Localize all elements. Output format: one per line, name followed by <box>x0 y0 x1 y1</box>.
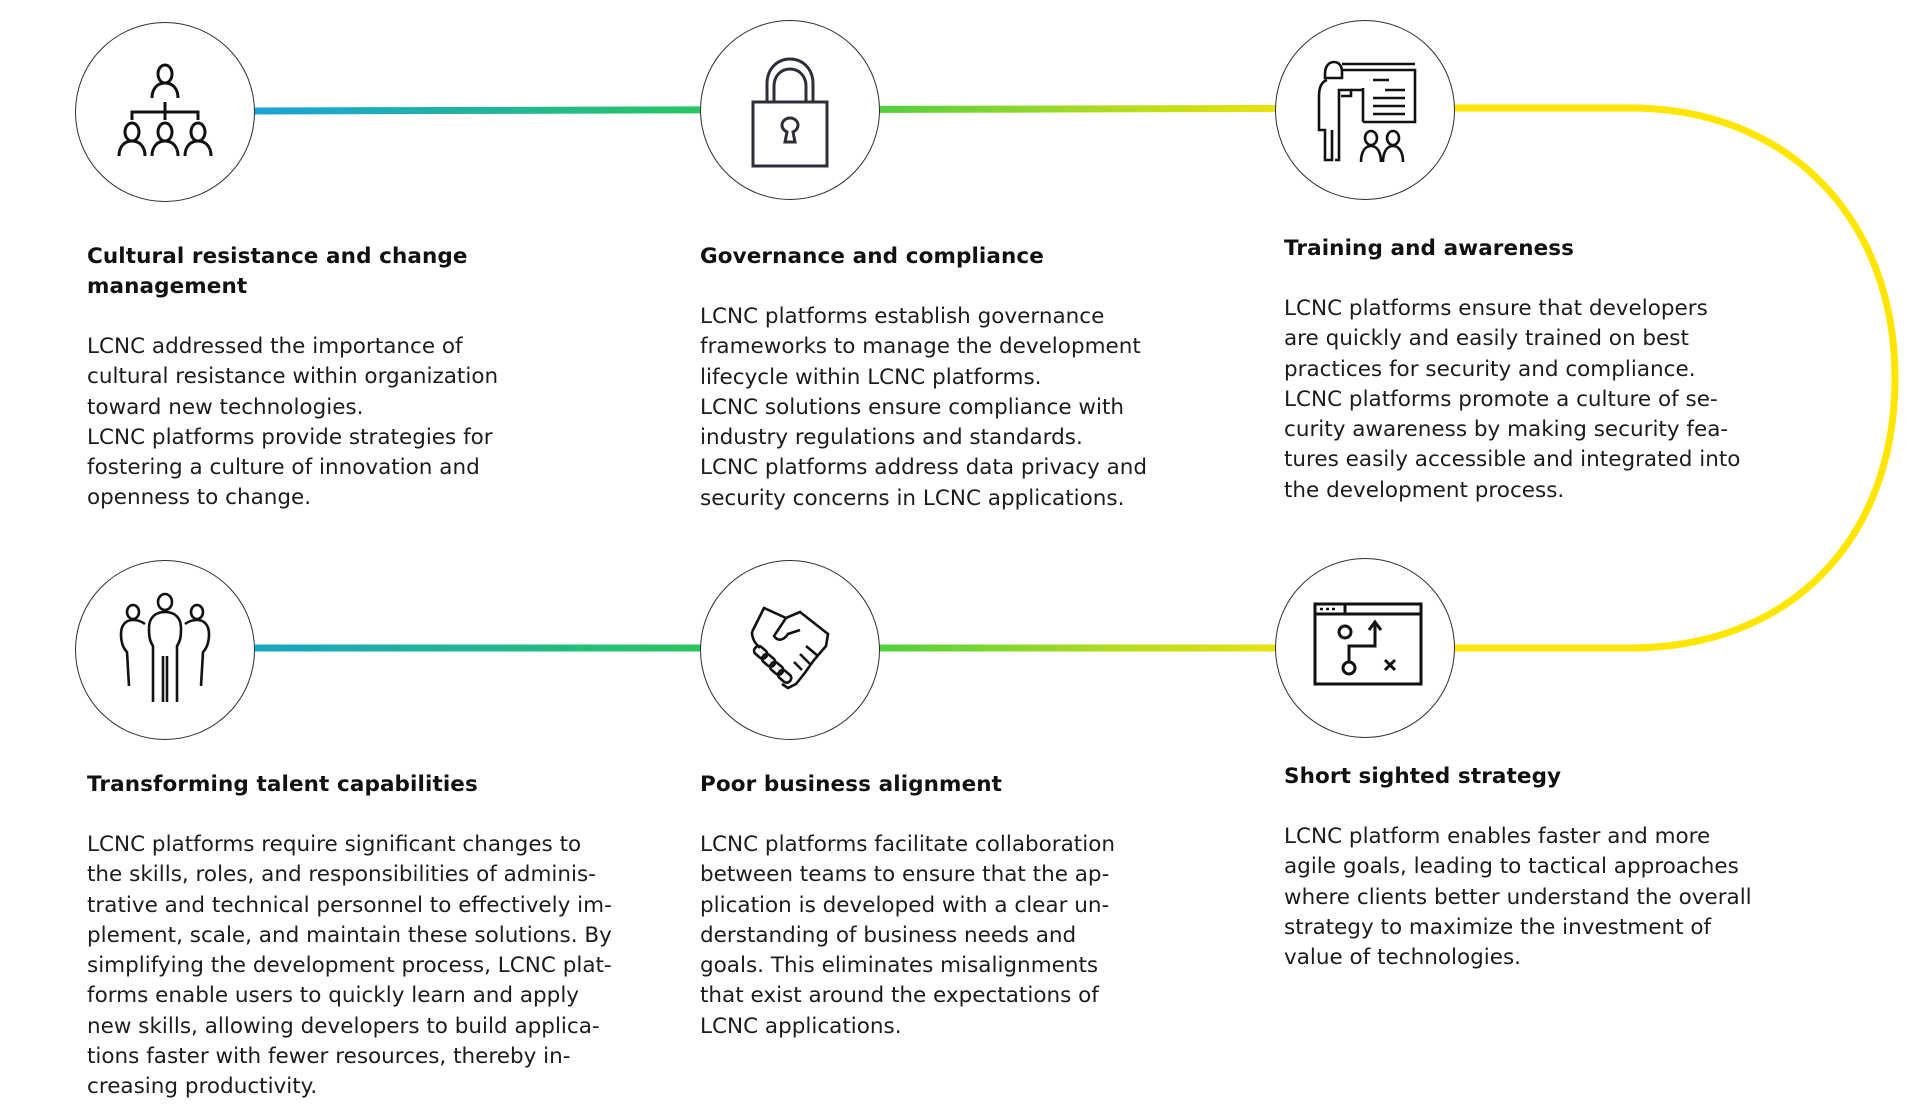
description-line: LCNC platforms facilitate collaboration <box>700 832 1115 857</box>
description-line: trative and technical personnel to effec… <box>87 892 612 918</box>
step-description: LCNC addressed the importance of cultura… <box>87 332 557 514</box>
description-line: value of technologies. <box>1284 945 1522 971</box>
step-card-talent: Transforming talent capabilities LCNC pl… <box>87 770 647 1103</box>
description-line: goals. This eliminates misalignments <box>700 953 1099 979</box>
padlock-icon <box>751 57 829 168</box>
step-card-short-sighted: Short sighted strategy LCNC platform ena… <box>1284 762 1774 973</box>
description-line: plication is developed with a clear un- <box>700 892 1110 918</box>
description-line: between teams to ensure that the ap- <box>700 862 1110 888</box>
step-title: Training and awareness <box>1284 236 1575 261</box>
description-line: openness to change. <box>87 485 312 511</box>
description-line: frameworks to manage the development <box>700 334 1141 360</box>
description-line: LCNC platforms address data privacy and <box>700 455 1148 481</box>
description-line: toward new technologies. <box>87 394 364 420</box>
description-line: industry regulations and standards. <box>700 425 1083 451</box>
node-talent <box>75 560 255 740</box>
step-card-governance: Governance and compliance LCNC platforms… <box>700 242 1190 514</box>
description-line: practices for security and compliance. <box>1284 356 1696 382</box>
description-line: LCNC platforms provide strategies for <box>87 424 493 450</box>
presenter-whiteboard-icon <box>1317 60 1417 163</box>
description-line: tures easily accessible and integrated i… <box>1284 447 1741 473</box>
org-hierarchy-icon <box>117 63 213 157</box>
step-title: Governance and compliance <box>700 244 1044 269</box>
step-description: LCNC platforms facilitate collaboration … <box>700 830 1190 1042</box>
node-business-alignment <box>700 560 880 740</box>
step-title: Transforming talent capabilities <box>87 772 478 797</box>
description-line: curity awareness by making security fea- <box>1284 417 1729 443</box>
description-line: derstanding of business needs and <box>700 922 1077 948</box>
description-line: the skills, roles, and responsibilities … <box>87 862 596 888</box>
description-line: LCNC platforms ensure that developers <box>1284 296 1708 321</box>
handshake-icon <box>750 606 830 690</box>
node-governance <box>700 20 880 200</box>
description-line: are quickly and easily trained on best <box>1284 326 1689 352</box>
connector-curve <box>1455 104 1899 652</box>
description-line: LCNC platforms require significant chang… <box>87 832 582 857</box>
step-title: Short sighted strategy <box>1284 764 1562 789</box>
step-card-business-alignment: Poor business alignment LCNC platforms f… <box>700 770 1190 1042</box>
description-line: new skills, allowing developers to build… <box>87 1013 600 1039</box>
step-description: LCNC platform enables faster and more ag… <box>1284 822 1774 973</box>
description-line: where clients better understand the over… <box>1284 884 1752 910</box>
step-description: LCNC platforms ensure that developers ar… <box>1284 294 1774 506</box>
description-line: that exist around the expectations of <box>700 983 1099 1009</box>
node-training <box>1275 20 1455 200</box>
description-line: LCNC solutions ensure compliance with <box>700 394 1125 420</box>
node-short-sighted <box>1275 558 1455 738</box>
description-line: cultural resistance within organization <box>87 364 499 390</box>
description-line: LCNC applications. <box>700 1013 902 1039</box>
description-line: security concerns in LCNC applications. <box>700 485 1125 511</box>
step-card-training: Training and awareness LCNC platforms en… <box>1284 234 1774 506</box>
step-description: LCNC platforms establish governance fram… <box>700 302 1190 514</box>
description-line: LCNC platforms establish governance <box>700 304 1105 329</box>
description-line: forms enable users to quickly learn and … <box>87 983 580 1009</box>
description-line: tions faster with fewer resources, there… <box>87 1044 571 1070</box>
description-line: plement, scale, and maintain these solut… <box>87 922 612 948</box>
step-title: Cultural resistance and change managemen… <box>87 244 468 299</box>
team-people-icon <box>119 592 211 702</box>
description-line: lifecycle within LCNC platforms. <box>700 364 1042 390</box>
description-line: agile goals, leading to tactical approac… <box>1284 854 1739 880</box>
description-line: LCNC platform enables faster and more <box>1284 824 1711 849</box>
description-line: LCNC addressed the importance of <box>87 334 463 359</box>
step-description: LCNC platforms require significant chang… <box>87 830 647 1103</box>
description-line: fostering a culture of innovation and <box>87 455 480 481</box>
step-title: Poor business alignment <box>700 772 1003 797</box>
step-card-cultural-resistance: Cultural resistance and change managemen… <box>87 242 557 514</box>
description-line: simplifying the development process, LCN… <box>87 953 612 979</box>
description-line: LCNC platforms promote a culture of se- <box>1284 386 1718 412</box>
node-cultural-resistance <box>75 22 255 202</box>
description-line: the development process. <box>1284 477 1565 503</box>
description-line: creasing productivity. <box>87 1074 318 1100</box>
strategy-map-icon <box>1313 602 1423 686</box>
description-line: strategy to maximize the investment of <box>1284 914 1712 940</box>
